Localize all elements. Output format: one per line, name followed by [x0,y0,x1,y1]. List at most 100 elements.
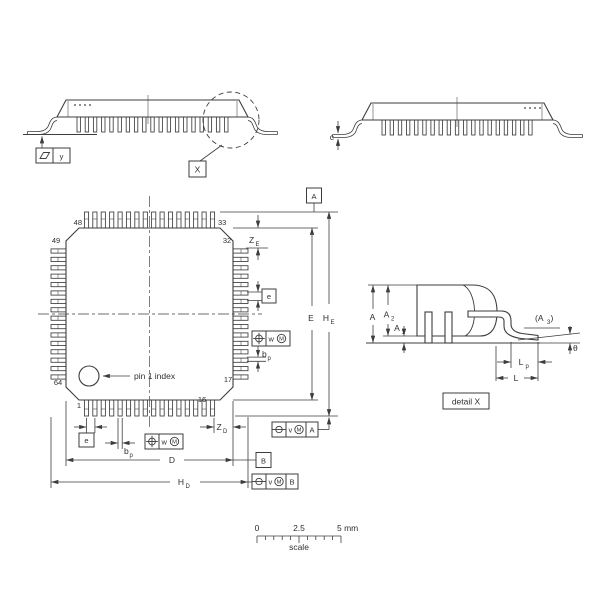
datum-b-box [255,452,272,468]
pin-number-16: 16 [198,395,206,404]
pins-top [83,211,216,229]
dim-L-label: L [514,373,519,383]
position-icon [146,435,158,448]
tolerance-v-label: v [269,478,273,487]
pin1-marks [74,104,91,106]
dim-ZE-sub: E [256,242,260,248]
dim-ZD-sub: D [223,429,228,435]
dim-D-label: D [169,455,175,465]
datum-a-box [306,187,322,204]
pin-number-1: 1 [77,401,81,410]
side-view-right: c [330,97,583,150]
position-tolerance-frame-bottom: w M [144,433,184,450]
m-circle-icon [169,436,180,447]
parallelogram-icon [39,152,51,159]
dim-A3-open: (A [535,313,544,323]
side-view-left: X y [23,91,278,178]
scale-tick-25: 2.5 [293,523,305,533]
m-circle-letter: M [297,428,302,434]
tolerance-frame-vB: v M B [251,473,299,490]
detail-x-view: A A 2 A 1 (A 3 ) θ L p L detail [366,284,581,410]
scale-tick-5mm: 5 mm [337,523,358,533]
dimensions-bottom: e b p w M Z D D B [50,401,299,490]
dim-HE-label: H [323,313,329,323]
dim-bp-sub-right: p [268,356,272,362]
dim-e-label-right: e [267,292,271,301]
pin-number-33: 33 [218,218,226,227]
m-circle-letter: M [277,480,282,486]
seating-plane-tolerance-icon [272,425,286,434]
pin1-marks [524,107,541,109]
position-tolerance-frame-right: w M [251,330,291,347]
seating-plane-tolerance-icon [252,477,266,486]
dim-bp-label-bottom: b [124,446,129,456]
m-circle-icon [276,333,287,344]
dim-bp-sub-bottom: p [130,453,134,459]
detail-marker-label: X [195,165,201,175]
datum-b-label: B [261,457,266,466]
dimensions-right: E H E A Z E e w M [220,187,338,438]
scale-ruler [256,535,342,543]
lead-thickness-label: c [330,132,335,142]
dim-HE-sub: E [331,320,335,326]
dim-A2-label: A [384,310,390,320]
dim-A3-sub: 3 [547,320,551,326]
frame-datum-a: A [309,426,314,435]
m-circle-icon [294,424,304,435]
dim-ZD-label: Z [217,422,222,432]
dim-A3-close: ) [551,313,554,323]
basic-dim-e-box-bottom [78,432,95,448]
scale-tick-0: 0 [255,523,260,533]
detail-x-caption-box [442,392,490,410]
detail-x-caption: detail X [452,397,481,407]
m-circle-icon [274,476,284,487]
pins-left [50,248,67,380]
pin1-index-circle [78,365,100,387]
basic-dim-e-box-right [261,288,277,304]
package-body-side [56,99,249,118]
pin-number-48: 48 [74,218,82,227]
frame-datum-b: B [289,478,294,487]
dim-Lp-sub: p [526,364,530,370]
formed-lead [467,310,539,341]
lead-row [76,116,229,133]
package-body-top-view [65,227,234,401]
dim-A2-sub: 2 [391,317,395,323]
lead-row [381,119,533,136]
pin-number-32: 32 [223,236,231,245]
flatness-value: y [60,152,64,161]
position-icon [253,332,265,345]
scale-bar: 0 2.5 5 mm scale [255,523,359,552]
tolerance-w-label: w [161,438,168,447]
pin-number-49: 49 [52,236,60,245]
pin-number-64: 64 [54,378,62,387]
tolerance-v-label: v [289,426,293,435]
pin-number-17: 17 [224,375,232,384]
dim-bp-label-right: b [262,349,267,359]
detail-zone-circle [202,91,260,149]
dim-e-label-bottom: e [84,436,88,445]
dim-c: c [330,121,341,150]
lead-stub [424,311,433,344]
lead-stub [444,311,453,344]
m-circle-letter: M [279,337,284,343]
dim-HD-label: H [178,477,184,487]
flatness-frame: y [35,136,71,164]
tolerance-frame-vA: v M A [271,417,332,438]
package-body-side [361,102,554,121]
dim-HD-sub: D [186,484,191,490]
dim-ZE-label: Z [249,235,254,245]
dim-A1-sub: 1 [402,330,406,336]
top-view: pin 1 index 48 33 49 32 64 17 1 16 [38,196,262,430]
dim-theta-label: θ [573,343,578,353]
m-circle-letter: M [172,440,177,446]
dim-Lp-label: L [519,357,524,367]
datum-a-label: A [311,192,316,201]
dim-E-label: E [308,313,314,323]
scale-caption: scale [289,542,309,552]
dim-A-label: A [370,312,376,322]
tolerance-w-label: w [268,335,275,344]
dim-A1-label: A [394,323,400,333]
